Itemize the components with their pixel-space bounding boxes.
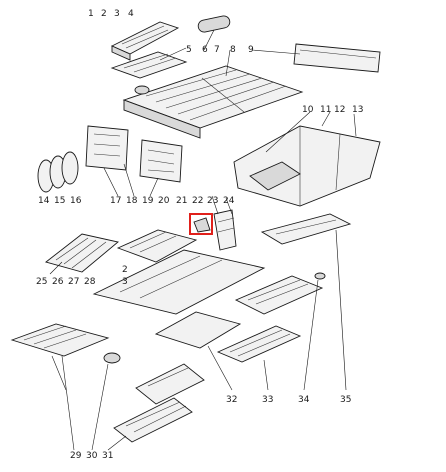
callout-32: 32 — [226, 395, 237, 405]
callout-29: 29 — [70, 451, 82, 461]
callout-34: 34 — [298, 395, 310, 405]
callout-30: 30 — [86, 451, 98, 461]
callout-31: 31 — [102, 451, 113, 461]
callout-25: 25 — [36, 277, 47, 287]
part-oval-cap[interactable] — [197, 15, 231, 33]
callout-18: 18 — [126, 196, 138, 206]
leader-lines — [49, 29, 357, 451]
callout-27: 27 — [68, 277, 79, 287]
callout-11: 11 — [320, 105, 331, 115]
part-shift-boot[interactable] — [213, 209, 237, 251]
part-main-floor-pan[interactable] — [122, 65, 304, 139]
callout-4: 4 — [128, 9, 134, 19]
callout-22: 22 — [192, 196, 203, 206]
callout-28: 28 — [84, 277, 96, 287]
callout-19: 19 — [142, 196, 154, 206]
callout-24: 24 — [223, 196, 235, 206]
part-rear-panel[interactable] — [293, 43, 381, 73]
part-tunnel-cover[interactable] — [110, 21, 180, 61]
callout-6: 6 — [202, 45, 208, 55]
callout-1: 1 — [88, 9, 94, 19]
callout-14: 14 — [38, 196, 50, 206]
part-seat-frame-left[interactable] — [85, 125, 129, 171]
callout-10: 10 — [302, 105, 314, 115]
callout-12: 12 — [334, 105, 345, 115]
callout-26: 26 — [52, 277, 64, 287]
callout-5: 5 — [186, 45, 192, 55]
callout-2: 2 — [101, 9, 107, 19]
part-rear-bulkhead[interactable] — [233, 125, 381, 207]
part-rear-shelf[interactable] — [260, 213, 352, 245]
part-highlighted-bracket[interactable] — [189, 213, 213, 235]
part-floor-plate[interactable] — [154, 311, 242, 349]
part-seat-frame-right[interactable] — [139, 139, 183, 183]
callout-9: 9 — [248, 45, 254, 55]
part-round-plug[interactable] — [103, 352, 121, 364]
highlight-box — [189, 213, 213, 235]
callout-2-secondary: 2 — [122, 265, 128, 275]
callout-23: 23 — [207, 196, 218, 206]
callout-15: 15 — [54, 196, 65, 206]
part-front-mat-left[interactable] — [45, 233, 119, 273]
part-mat-rear-long[interactable] — [135, 363, 205, 405]
part-front-mat-right[interactable] — [116, 229, 198, 263]
callout-labels: 1 2 3 4 5 6 7 8 9 10 11 12 13 14 15 16 1… — [36, 9, 363, 461]
callout-3-secondary: 3 — [122, 277, 128, 287]
callout-16: 16 — [70, 196, 82, 206]
callout-21: 21 — [176, 196, 187, 206]
part-rear-mat-lower[interactable] — [216, 325, 302, 363]
callout-7: 7 — [214, 45, 220, 55]
part-rear-mat-upper[interactable] — [234, 275, 324, 315]
callout-33: 33 — [262, 395, 273, 405]
callout-35: 35 — [340, 395, 351, 405]
callout-17: 17 — [110, 196, 121, 206]
part-mat-front-long[interactable] — [10, 323, 110, 357]
part-oval-grilles[interactable] — [37, 151, 79, 193]
part-tunnel-plate[interactable] — [110, 51, 188, 79]
part-floor-plug[interactable] — [134, 85, 150, 95]
part-mat-bottom[interactable] — [113, 397, 193, 443]
callout-13: 13 — [352, 105, 363, 115]
part-central-floor[interactable] — [92, 249, 266, 315]
callout-8: 8 — [230, 45, 236, 55]
part-rubber-plug[interactable] — [314, 272, 326, 280]
callout-20: 20 — [158, 196, 170, 206]
callout-3: 3 — [114, 9, 120, 19]
